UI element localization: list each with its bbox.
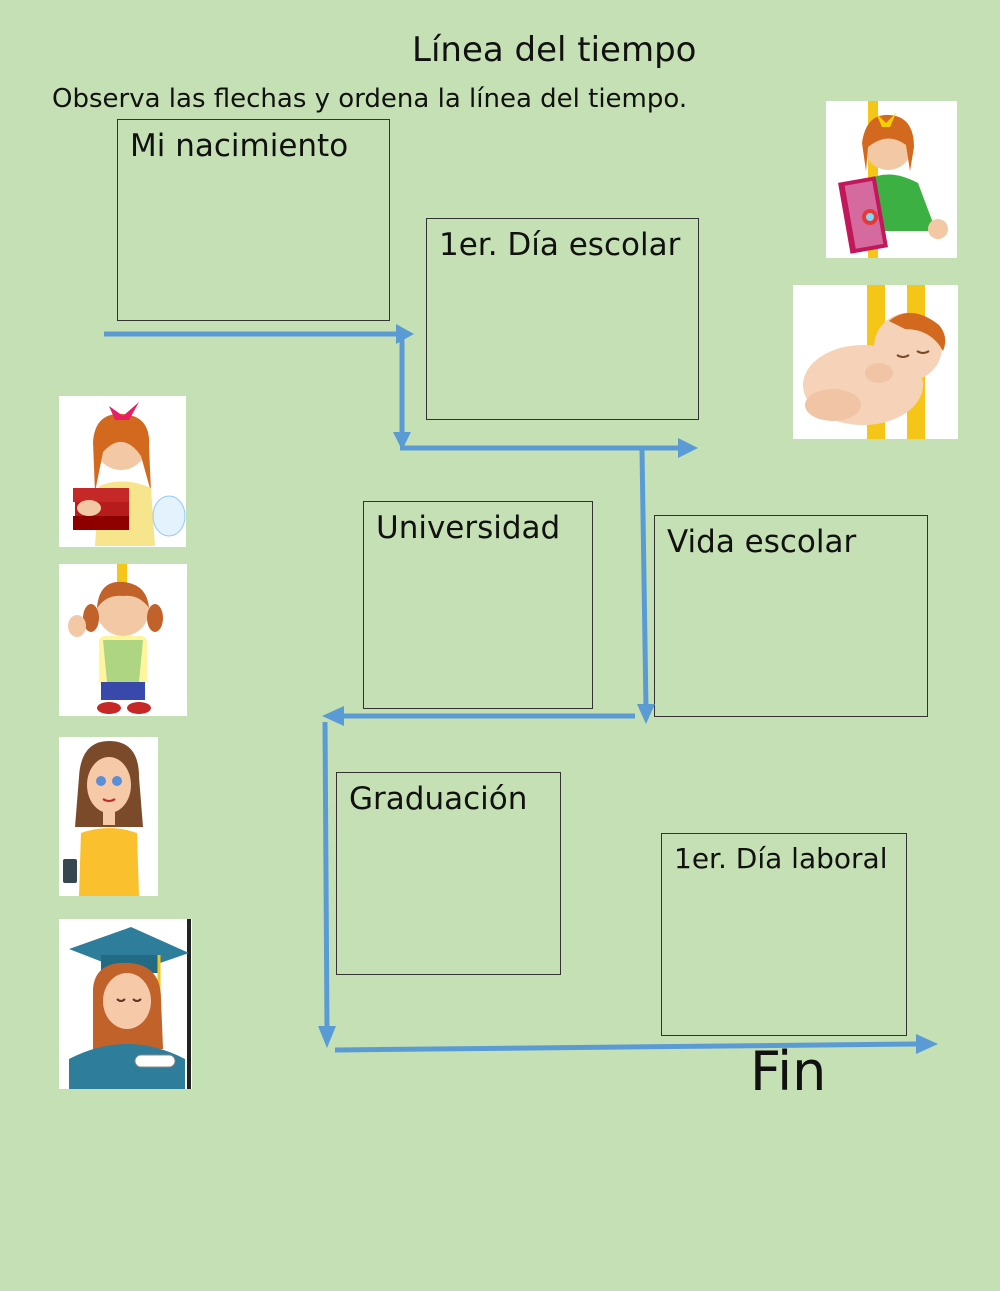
arrowhead (916, 1034, 938, 1054)
drop-box-universidad[interactable]: Universidad (363, 501, 593, 709)
arrow-segment (639, 449, 649, 709)
drop-box-primer-dia-laboral[interactable]: 1er. Día laboral (661, 833, 907, 1036)
drop-box-graduacion[interactable]: Graduación (336, 772, 561, 975)
girl-holding-books-icon (73, 402, 186, 546)
arrow-segment (322, 721, 330, 1031)
graduate-girl-image[interactable] (59, 919, 192, 1089)
box-label: Graduación (349, 781, 528, 817)
box-label: Mi nacimiento (130, 128, 349, 164)
drop-box-primer-dia-escolar[interactable]: 1er. Día escolar (426, 218, 699, 420)
arrow-segment (334, 1041, 919, 1053)
girl-holding-books-image[interactable] (59, 396, 186, 547)
box-label: Vida escolar (667, 524, 857, 560)
arrowhead (318, 1026, 336, 1048)
box-label: 1er. Día escolar (439, 227, 681, 263)
girl-reading-book-image[interactable] (826, 101, 957, 258)
girl-reading-book-icon (838, 101, 948, 258)
box-label: Universidad (376, 510, 561, 546)
graduate-girl-icon (69, 919, 191, 1089)
young-woman-with-phone-image[interactable] (59, 737, 158, 896)
end-label: Fin (750, 1040, 827, 1103)
arrowhead (322, 706, 344, 726)
baby-icon (803, 285, 946, 439)
box-label: 1er. Día laboral (674, 842, 888, 875)
arrowhead (678, 438, 698, 458)
arrowhead (396, 324, 414, 344)
young-woman-with-phone-icon (63, 741, 143, 896)
instruction-text: Observa las flechas y ordena la línea de… (52, 84, 688, 114)
drop-box-mi-nacimiento[interactable]: Mi nacimiento (117, 119, 390, 321)
page-title: Línea del tiempo (412, 30, 697, 70)
baby-image[interactable] (793, 285, 958, 439)
toddler-girl-waving-icon (68, 564, 163, 714)
arrowhead (393, 432, 411, 450)
drop-box-vida-escolar[interactable]: Vida escolar (654, 515, 928, 717)
toddler-girl-waving-image[interactable] (59, 564, 187, 716)
arrowhead (637, 704, 655, 724)
